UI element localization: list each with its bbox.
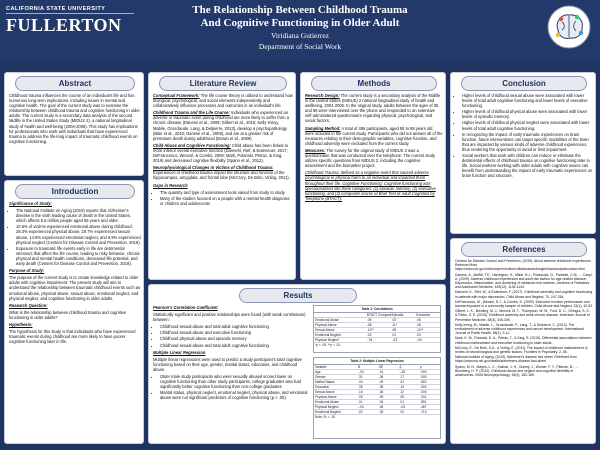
table-note: *p < .05. **p < .01.: [315, 343, 342, 347]
abstract-panel: Abstract Childhood trauma influences the…: [4, 72, 144, 176]
list-item: Childhood sexual abuse and executive fun…: [160, 330, 309, 335]
abstract-text: Childhood trauma influences the course o…: [9, 93, 140, 144]
table-row: Physical Abuse.05.05.05.331: [314, 395, 440, 400]
list-item: McCrory, E., De Brito, S.A., & Viding, E…: [455, 345, 588, 355]
list-item: Higher levels of childhood sexual abuse …: [462, 93, 593, 108]
table-row: Physical Neglect-.04.06-.03.487: [314, 405, 440, 410]
methods-heading: Methods: [311, 76, 437, 91]
hypothesis-text: The hypothesis for this study is that in…: [9, 329, 136, 345]
introduction-panel: Introduction Significance of Study: The …: [4, 180, 144, 444]
list-item: Higher levels of childhood physical abus…: [462, 109, 593, 119]
list-item: Gilbert, L. K., Breiding, M. J., Merrick…: [455, 309, 591, 322]
conclusion-panel: Conclusion Higher levels of childhood se…: [450, 72, 596, 234]
list-item: The quantity and type of assessment tool…: [160, 190, 293, 195]
table-row: Gender.31.08.17.000: [314, 375, 440, 380]
introduction-heading: Introduction: [15, 184, 135, 199]
poster-title-line2: And Cognitive Functioning in Older Adult: [200, 17, 400, 29]
table-row: Marital Status.04.09.02.652: [314, 380, 440, 385]
framework-label: Conceptual Framework:: [153, 93, 200, 98]
university-name: CALIFORNIA STATE UNIVERSITY: [6, 6, 134, 14]
pearson-label: Pearson's Correlation Coefficient: [153, 305, 218, 310]
references-panel: References Centers for Disease Control a…: [450, 238, 596, 444]
table-row: Emotional Abuse.01.04.01.891: [314, 400, 440, 405]
brain-illustration-icon: [547, 5, 591, 49]
list-item: Childhood sexual abuse and total adult c…: [160, 343, 309, 348]
neuro-changes-label: Neurophysiological Changes in Victims of…: [153, 165, 274, 171]
gaps-label: Gaps in Research: [153, 182, 188, 188]
list-item: 10.6% of victims experienced emotional a…: [16, 224, 141, 244]
table-row: Emotional Neglect.02.01.03: [314, 333, 440, 338]
results-text: Pearson's Correlation Coefficient Statis…: [153, 305, 309, 403]
methods-panel: Methods Research Design: The current stu…: [300, 72, 446, 280]
child-abuse-label: Child Abuse and Cognitive Functioning:: [153, 142, 231, 148]
school-name: FULLERTON: [6, 15, 122, 35]
list-item: Many of the studies focused on a people …: [160, 196, 293, 206]
list-item: Exposure to traumatic life events early …: [16, 246, 141, 266]
list-item: The National Institute on Aging (2019) r…: [16, 208, 141, 223]
table-row: Physical Neglect-.04-.03-.04: [314, 338, 440, 343]
list-item: Childhood physical abuse and episodic me…: [160, 336, 309, 341]
list-item: Social workers that work with children c…: [462, 153, 593, 178]
table-title: Table 2: Multiple Linear Regression: [314, 358, 440, 365]
department-name: Department of Social Work: [258, 42, 342, 51]
list-item: National Institute of Aging. (2019). Alz…: [455, 355, 577, 364]
title-block: The Relationship Between Childhood Traum…: [140, 4, 460, 52]
purpose-text: The purpose of the current study is to c…: [9, 275, 141, 301]
poster-title-line1: The Relationship Between Childhood Traum…: [192, 4, 408, 16]
conclusion-text: Higher levels of childhood sexual abuse …: [455, 93, 593, 181]
results-heading: Results: [239, 288, 357, 303]
research-design-label: Research Design:: [305, 93, 340, 98]
list-item: DeFrancesco, M., Wenzel, R.J., & Combs, …: [455, 299, 593, 309]
table-row: Education.35.08.19.000: [314, 385, 440, 390]
methods-text: Research Design: The current study is a …: [305, 93, 443, 201]
hypothesis-label: Hypothesis:: [9, 321, 33, 327]
table-note: Note. R² = .18: [315, 415, 335, 419]
list-item: Childhood sexual abuse and total adult c…: [160, 324, 309, 329]
table-title: Table 1: Correlations: [314, 306, 440, 313]
author-name: Viridiana Gutierrez: [270, 31, 330, 40]
sampling-method-label: Sampling Method:: [305, 125, 341, 131]
regression-table: Table 2: Multiple Linear Regression Vari…: [313, 357, 441, 439]
research-question-label: Research Question:: [9, 302, 48, 308]
table-row: Age-.03.01-.28.000: [314, 370, 440, 375]
results-panel: Results Pearson's Correlation Coefficien…: [148, 284, 446, 444]
list-item: Higher levels of childhood physical negl…: [462, 120, 593, 130]
list-item: In recognizing the impact of early traum…: [462, 132, 593, 152]
measures-label: Measures:: [305, 147, 326, 153]
literature-panel: Literature Review Conceptual Framework: …: [148, 72, 296, 280]
list-item: Kelly-Irving, M., Mabile, L., Grosclaude…: [455, 322, 584, 336]
significance-label: Significance of Study:: [9, 201, 52, 206]
list-item: Mark, K. M., Polanski, D. A., Petrac, T.…: [455, 336, 592, 345]
trauma-life-course-label: Childhood Trauma and the Life Course:: [153, 110, 230, 116]
table-row: Physical Abuse.08.11*.06: [314, 323, 440, 328]
table-row: Sexual Abuse.12**.08.12**: [314, 328, 440, 333]
list-item: Centers for Disease Control and Preventi…: [455, 259, 592, 272]
abstract-heading: Abstract: [15, 76, 135, 91]
mlr-label: Multiple Linear Regression: [153, 349, 206, 355]
list-item: Dannehl, K., Rief, W., & Euteneuer, F. (…: [455, 290, 593, 299]
table-row: Sexual Abuse.16.06.12.006: [314, 390, 440, 395]
references-heading: References: [461, 242, 587, 257]
list-item: Spann, M. N., Mayes, L. C., Kalmar, J. H…: [455, 364, 578, 378]
conclusion-heading: Conclusion: [461, 76, 587, 91]
table-row: Emotional Neglect.02.04.02.713: [314, 410, 440, 415]
literature-text: Conceptual Framework: The life course th…: [153, 93, 293, 208]
list-item: Danese, A., Moffitt, T.E., Harrington, H…: [455, 272, 593, 290]
table-row: Emotional Abuse.05.03.06: [314, 318, 440, 323]
literature-heading: Literature Review: [159, 76, 287, 91]
measures-definitions: Childhood Trauma: defined as a negative …: [305, 170, 436, 201]
list-item: Marital status, physical neglect, emotio…: [160, 390, 309, 400]
university-logo: CALIFORNIA STATE UNIVERSITY FULLERTON: [6, 6, 134, 40]
research-question-text: What is the relationship between childho…: [9, 309, 126, 320]
purpose-label: Purpose of Study:: [9, 268, 45, 274]
introduction-text: Significance of Study: The National Inst…: [9, 201, 141, 346]
references-list: Centers for Disease Control and Preventi…: [455, 259, 593, 378]
poster-header: CALIFORNIA STATE UNIVERSITY FULLERTON Th…: [0, 0, 600, 60]
list-item: Older male study participants who were s…: [160, 374, 309, 389]
